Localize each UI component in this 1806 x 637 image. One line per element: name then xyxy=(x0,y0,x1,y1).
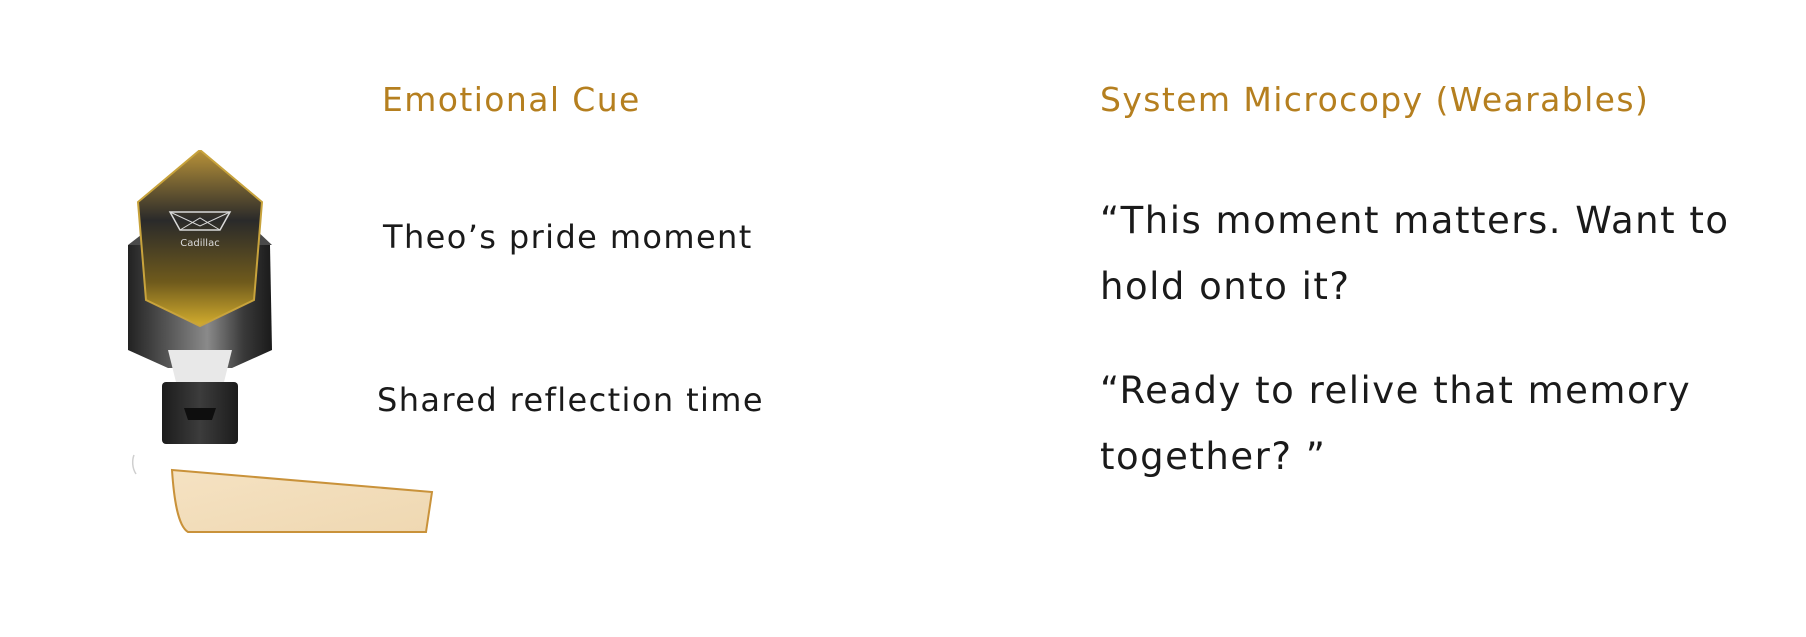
system-microcopy-row-1: “This moment matters. Want to hold onto … xyxy=(1100,199,1730,308)
gem-display: Cadillac xyxy=(136,150,264,328)
system-microcopy-row-2: “Ready to relive that memory together? ” xyxy=(1100,369,1692,478)
emotional-cue-heading: Emotional Cue xyxy=(382,80,641,119)
device-card xyxy=(131,454,434,533)
system-microcopy-heading: System Microcopy (Wearables) xyxy=(1100,80,1650,119)
device-brand-label: Cadillac xyxy=(180,238,219,249)
emotional-cue-row-2: Shared reflection time xyxy=(377,381,764,419)
emotional-cue-row-1: Theo’s pride moment xyxy=(383,218,753,256)
wearable-device-illustration: Cadillac xyxy=(128,150,434,533)
